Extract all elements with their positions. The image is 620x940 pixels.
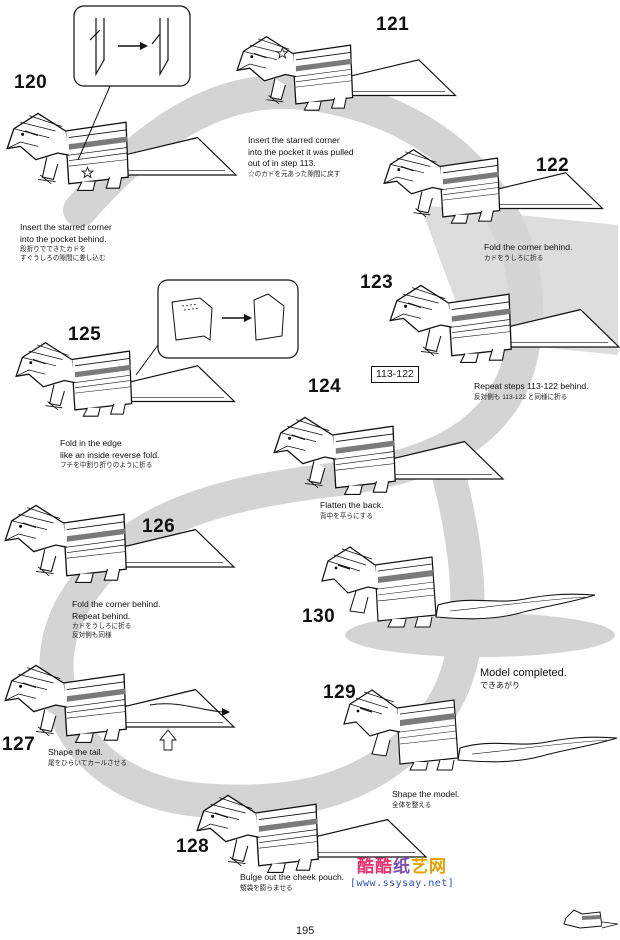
watermark-url: [www.ssysay.net]	[350, 878, 455, 889]
caption-121-jp: ☆のカドを元あった隙間に戻す	[248, 170, 341, 178]
detail-callout-top	[73, 5, 191, 161]
caption-124-en: Flatten the back.	[320, 500, 384, 510]
caption-126-jp: カドをうしろに折る 反対側も同様	[72, 623, 132, 639]
caption-121: Insert the starred corner into the pocke…	[248, 135, 354, 179]
caption-125: Fold in the edge like an inside reverse …	[60, 438, 159, 470]
caption-128-en: Bulge out the cheek pouch.	[240, 872, 345, 882]
caption-127: Shape the tail. 尾をひらいてカールさせる	[48, 747, 127, 768]
caption-127-jp: 尾をひらいてカールさせる	[48, 759, 127, 767]
watermark-part3: 艺网	[411, 857, 447, 877]
step-number-129: 129	[323, 682, 357, 703]
caption-123-jp: 反対側も 113-122 と同様に折る	[474, 393, 568, 401]
watermark-part2: 纸	[393, 857, 411, 877]
caption-122-en: Fold the corner behind.	[484, 242, 573, 252]
caption-122: Fold the corner behind. カドをうしろに折る	[484, 242, 572, 263]
caption-124: Flatten the back. 背中を平らにする	[320, 500, 384, 521]
step-number-125: 125	[68, 324, 102, 345]
step-number-123: 123	[360, 272, 394, 293]
tail-arrow-127	[149, 703, 230, 751]
caption-128: Bulge out the cheek pouch. 頬袋を膨らませる	[240, 872, 344, 893]
caption-124-jp: 背中を平らにする	[320, 512, 373, 520]
page-number: 195	[296, 925, 315, 937]
caption-125-jp: フチを中割り折りのように折る	[60, 462, 153, 469]
caption-126: Fold the corner behind. Repeat behind. カ…	[72, 599, 160, 640]
step-number-126: 126	[142, 516, 176, 537]
caption-129: Shape the model. 全体を整える	[392, 789, 459, 810]
caption-123-en: Repeat steps 113-122 behind.	[474, 381, 589, 391]
caption-130: Model completed. できあがり	[480, 667, 567, 691]
step-number-120: 120	[14, 72, 48, 93]
watermark-part1: 酷酷	[357, 857, 393, 877]
corner-rodent-icon	[563, 909, 619, 929]
step-number-130: 130	[302, 606, 336, 627]
step-127-figure	[4, 664, 235, 744]
caption-122-jp: カドをうしろに折る	[484, 254, 544, 262]
step-122-figure	[383, 149, 604, 224]
caption-121-en: Insert the starred corner into the pocke…	[248, 135, 354, 168]
step-reference-box: 113-122	[371, 366, 419, 383]
step-number-128: 128	[176, 836, 210, 857]
caption-127-en: Shape the tail.	[48, 747, 103, 757]
caption-120-en: Insert the starred corner into the pocke…	[20, 222, 112, 244]
caption-128-jp: 頬袋を膨らませる	[240, 884, 293, 892]
caption-129-en: Shape the model.	[392, 789, 460, 799]
step-number-121: 121	[376, 14, 410, 35]
caption-123: Repeat steps 113-122 behind. 反対側も 113-12…	[474, 381, 589, 402]
detail-callout-middle	[135, 279, 299, 376]
caption-130-en: Model completed.	[480, 667, 567, 679]
step-number-127: 127	[2, 734, 36, 755]
step-number-124: 124	[308, 376, 342, 397]
caption-129-jp: 全体を整える	[392, 801, 432, 809]
caption-120: Insert the starred corner into the pocke…	[20, 222, 112, 263]
caption-120-jp: 段折りでできたカドを すぐうしろの隙間に差し込む	[20, 246, 106, 262]
watermark-logo: 酷酷纸艺网	[357, 852, 447, 877]
caption-130-jp: できあがり	[480, 681, 520, 690]
caption-125-en: Fold in the edge like an inside reverse …	[60, 438, 160, 460]
step-number-122: 122	[536, 155, 570, 176]
caption-126-en: Fold the corner behind. Repeat behind.	[72, 599, 161, 621]
